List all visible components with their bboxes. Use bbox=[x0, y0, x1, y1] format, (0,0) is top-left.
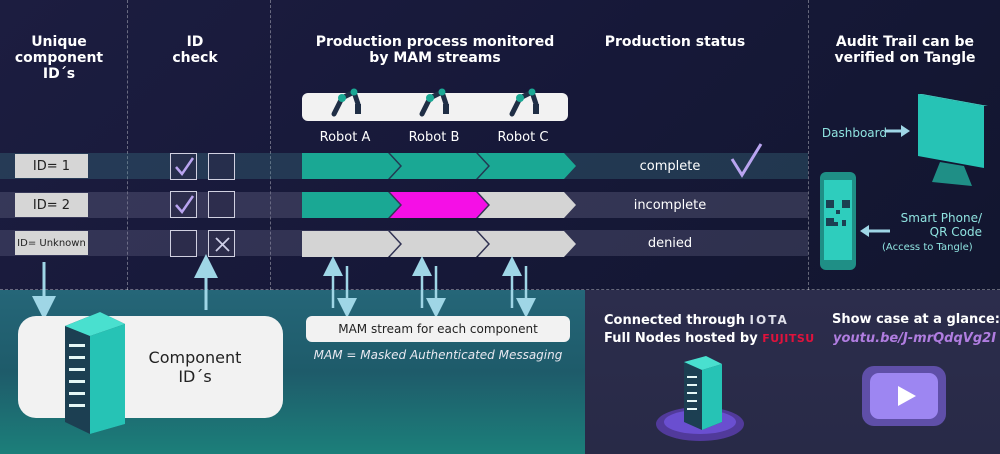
nodes-line-1: Connected through IOTA bbox=[604, 313, 789, 328]
showcase-title: Show case at a glance: bbox=[832, 312, 1000, 327]
stage-chevron-done bbox=[302, 192, 400, 218]
component-db-card bbox=[18, 316, 283, 418]
showcase-link[interactable]: youtu.be/J-mrQdqVg2I bbox=[833, 331, 997, 346]
server-icon bbox=[65, 312, 125, 434]
check-box bbox=[208, 230, 235, 257]
robot-arm-icon bbox=[509, 88, 539, 117]
checkmark-icon bbox=[175, 157, 195, 177]
robot-arm-icon bbox=[331, 88, 361, 117]
check-box bbox=[170, 153, 197, 180]
checkmark-icon bbox=[175, 195, 195, 215]
heading-unique-ids: Unique component ID´s bbox=[14, 34, 104, 82]
status-text: complete bbox=[639, 159, 701, 174]
heading-id-check: ID check bbox=[172, 34, 218, 66]
mam-stream-box: MAM stream for each component bbox=[306, 316, 570, 342]
stage-chevron-pending bbox=[478, 192, 576, 218]
check-box bbox=[170, 191, 197, 218]
id-label: ID= 1 bbox=[15, 154, 88, 178]
arrow-left-icon bbox=[860, 225, 890, 237]
stream-arrows bbox=[32, 254, 536, 320]
play-video-icon[interactable] bbox=[858, 362, 950, 430]
dashboard-label: Dashboard bbox=[821, 126, 887, 140]
heading-status: Production status bbox=[604, 34, 746, 50]
column-divider bbox=[808, 0, 809, 290]
stage-chevron-done bbox=[390, 153, 488, 179]
arrow-right-icon bbox=[885, 125, 910, 137]
column-divider bbox=[127, 0, 128, 290]
cross-icon bbox=[215, 237, 230, 252]
big-checkmark-icon bbox=[730, 143, 763, 178]
component-db-label: Component ID´s bbox=[148, 348, 242, 386]
mam-note: MAM = Masked Authenticated Messaging bbox=[313, 348, 563, 362]
check-box bbox=[208, 191, 235, 218]
phone-label-small: (Access to Tangle) bbox=[882, 242, 973, 253]
robot-label: Robot C bbox=[497, 130, 549, 145]
nodes-line-2: Full Nodes hosted by FUJITSU bbox=[604, 331, 815, 346]
phone-label-1: Smart Phone/ bbox=[900, 211, 982, 225]
stage-chevron-pending bbox=[302, 231, 400, 257]
iota-logo: IOTA bbox=[749, 313, 789, 327]
status-text: incomplete bbox=[633, 198, 707, 213]
stage-chevron-done bbox=[478, 153, 576, 179]
column-divider bbox=[270, 0, 271, 290]
robot-label: Robot B bbox=[408, 130, 460, 145]
check-box bbox=[208, 153, 235, 180]
monitor-icon bbox=[918, 94, 988, 186]
stage-chevron-pending bbox=[478, 231, 576, 257]
phone-label-2: QR Code bbox=[929, 225, 982, 239]
robot-arm-icon bbox=[419, 88, 449, 117]
heading-production: Production process monitored by MAM stre… bbox=[315, 34, 555, 66]
status-text: denied bbox=[647, 236, 693, 251]
row-divider bbox=[0, 289, 1000, 290]
node-server-icon bbox=[656, 356, 744, 441]
stage-chevrons bbox=[302, 153, 576, 257]
stage-chevron-done bbox=[302, 153, 400, 179]
stage-chevron-error bbox=[390, 192, 488, 218]
check-box bbox=[170, 230, 197, 257]
id-label: ID= Unknown bbox=[15, 231, 88, 255]
stage-chevron-pending bbox=[390, 231, 488, 257]
fujitsu-logo: FUJITSU bbox=[762, 332, 815, 345]
smartphone-icon bbox=[820, 172, 856, 270]
robot-label: Robot A bbox=[319, 130, 371, 145]
heading-audit: Audit Trail can be verified on Tangle bbox=[834, 34, 976, 66]
id-label: ID= 2 bbox=[15, 193, 88, 217]
